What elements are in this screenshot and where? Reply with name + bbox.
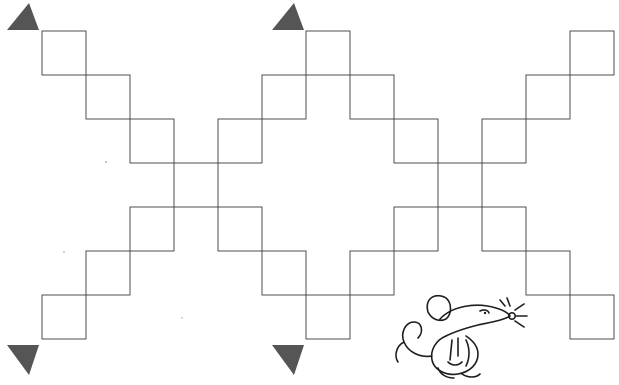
grid-square xyxy=(174,163,218,207)
grid-square xyxy=(570,295,614,339)
grid-square xyxy=(394,207,438,251)
arrow-top-left xyxy=(7,3,39,30)
grid-square xyxy=(526,251,570,295)
grid-square xyxy=(570,31,614,75)
grid-square xyxy=(482,119,526,163)
grid-square xyxy=(262,251,306,295)
mouse-drawing xyxy=(396,296,527,378)
grid-square xyxy=(218,119,262,163)
arrow-top-middle xyxy=(272,3,304,30)
corner-arrows xyxy=(7,3,304,375)
diamond-pattern xyxy=(306,31,482,339)
grid-square xyxy=(350,75,394,119)
arrow-bottom-left xyxy=(7,345,39,375)
grid-square xyxy=(86,251,130,295)
arrow-bottom-middle xyxy=(272,345,304,375)
grid-square xyxy=(262,75,306,119)
grid-square xyxy=(394,119,438,163)
grid-square xyxy=(438,163,482,207)
x-pattern xyxy=(42,31,306,339)
grid-square xyxy=(218,207,262,251)
x-pattern-partial xyxy=(482,31,614,339)
grid-square xyxy=(86,75,130,119)
grid-square xyxy=(526,75,570,119)
staircase-grid xyxy=(42,31,614,339)
grid-square xyxy=(130,207,174,251)
grid-square xyxy=(306,295,350,339)
grid-square xyxy=(42,31,86,75)
grid-square xyxy=(130,119,174,163)
grid-square xyxy=(306,31,350,75)
grid-square xyxy=(350,251,394,295)
grid-square xyxy=(42,295,86,339)
grid-square xyxy=(482,207,526,251)
